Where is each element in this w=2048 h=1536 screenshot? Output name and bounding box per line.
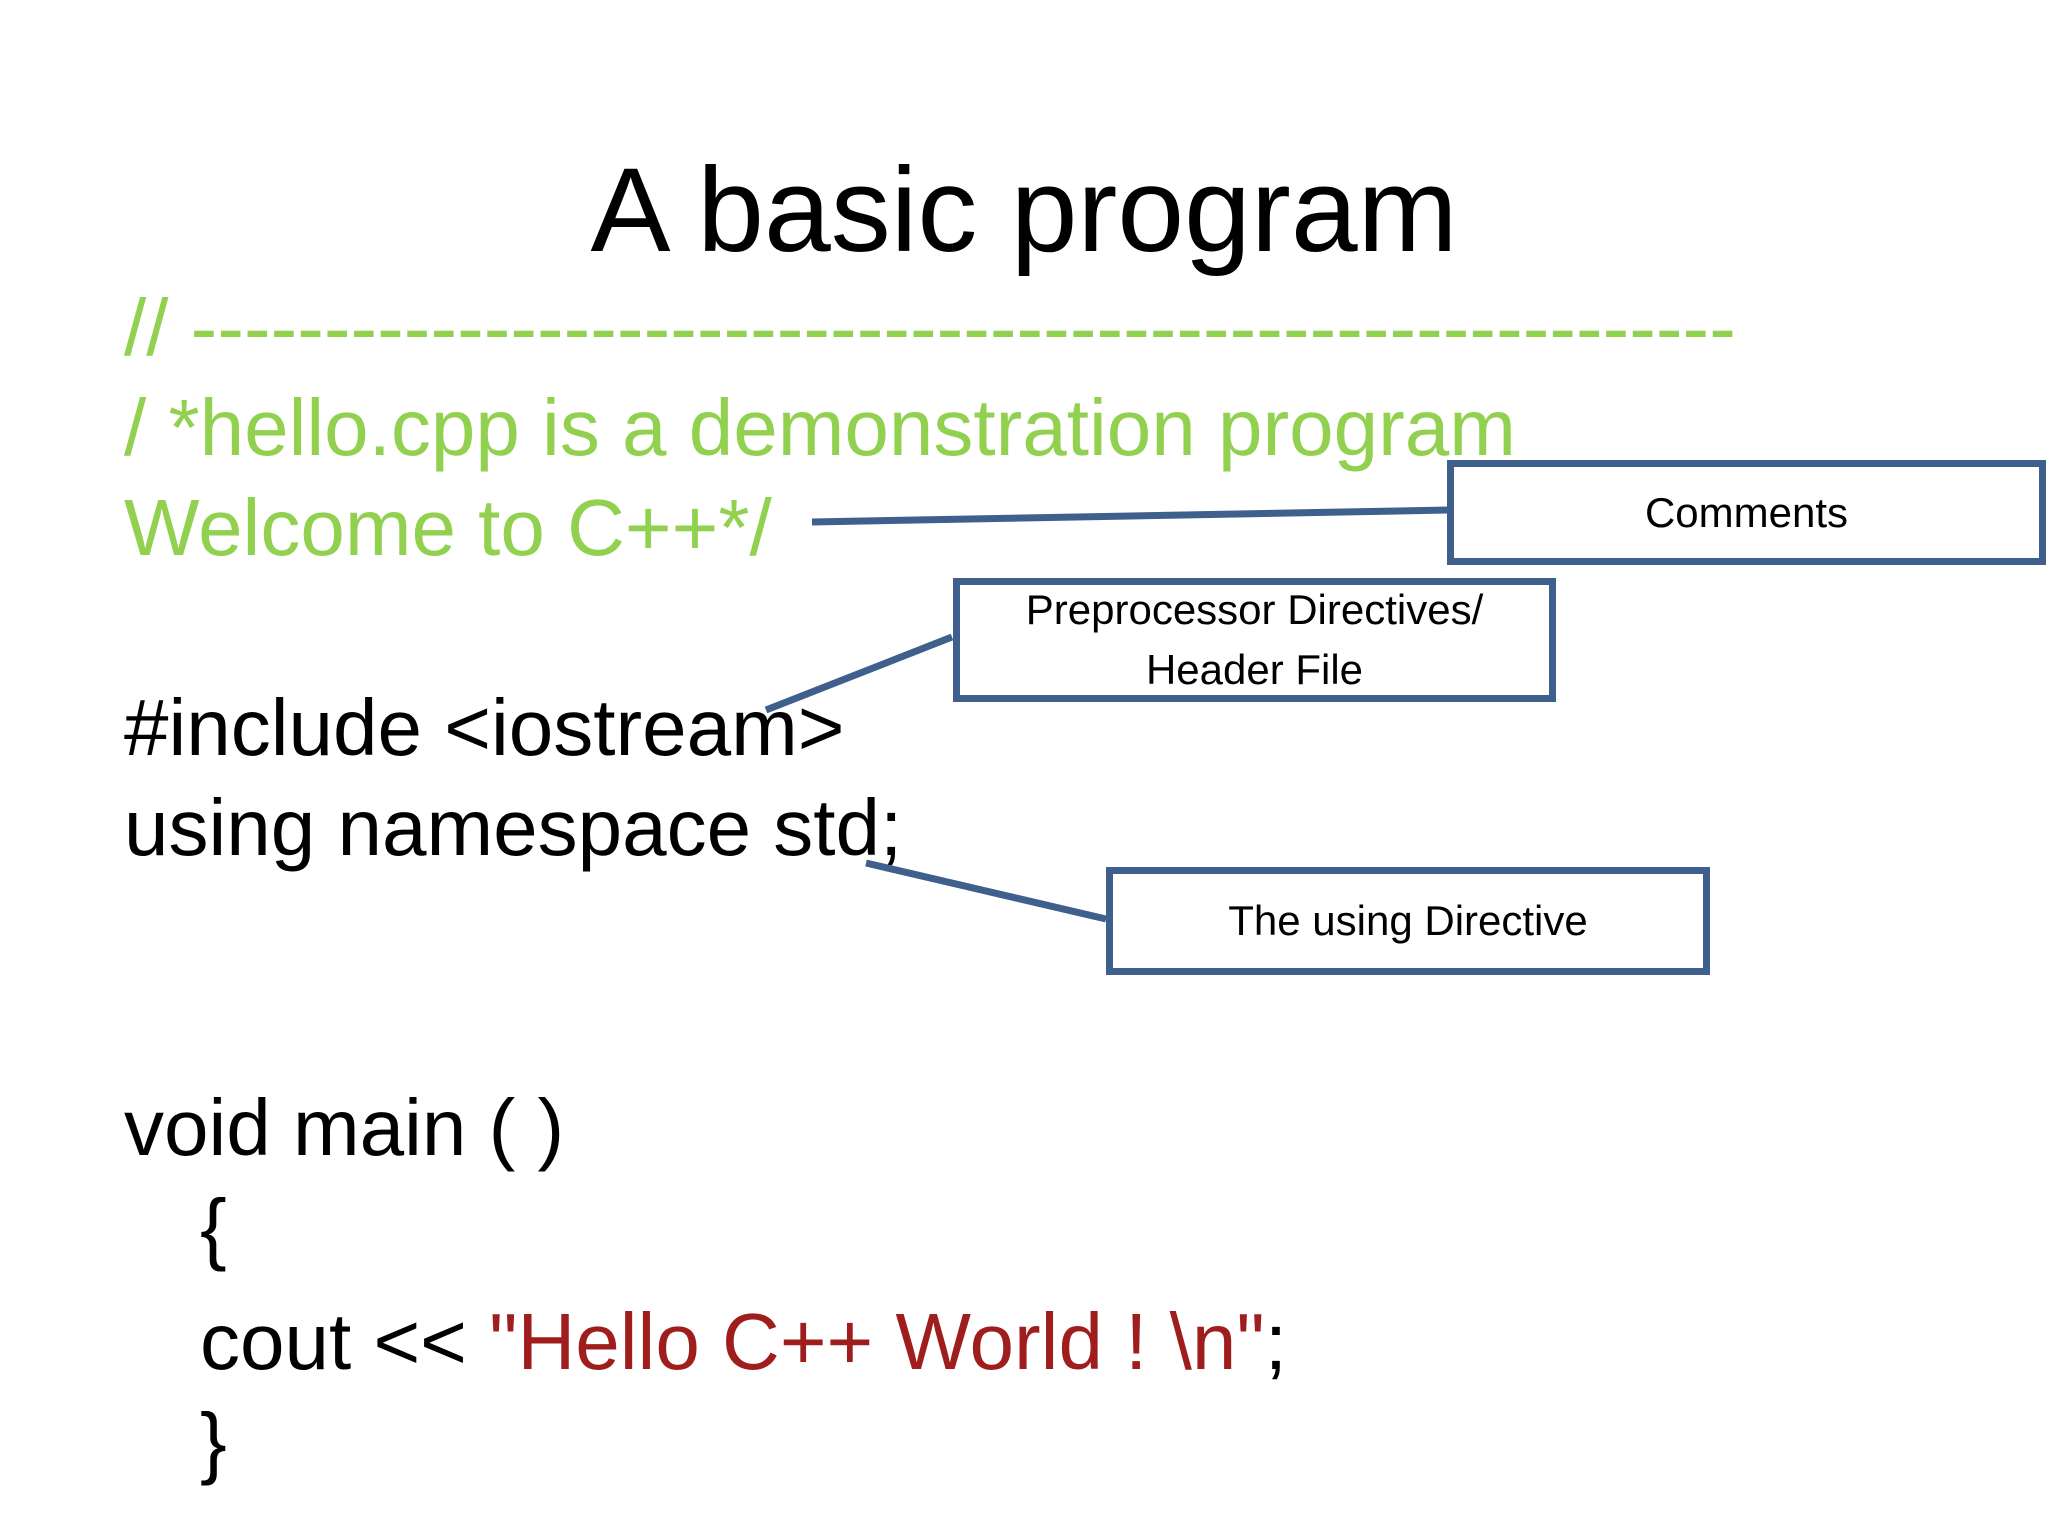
code-comment-line-2: / *hello.cpp is a demonstration program: [124, 383, 1516, 472]
code-comment-line-3: Welcome to C++*/: [124, 483, 772, 572]
code-include-line: #include <iostream>: [124, 683, 845, 772]
comments-callout: Comments: [1447, 460, 2046, 565]
comments-connector-line: [811, 506, 1449, 526]
code-comment-line-1: // -------------------------------------…: [124, 283, 1736, 372]
code-cout-prefix: cout <<: [200, 1297, 490, 1386]
code-main-line: void main ( ): [124, 1083, 565, 1172]
comments-callout-label: Comments: [1644, 488, 1849, 536]
code-cout-string: "Hello C++ World ! \n": [489, 1297, 1265, 1386]
using-directive-callout-label: The using Directive: [1228, 897, 1588, 944]
code-cout-line: cout << "Hello C++ World ! \n";: [200, 1292, 1287, 1392]
code-close-brace: }: [200, 1397, 227, 1486]
preprocessor-callout-text: Preprocessor Directives/ Header File: [1026, 580, 1483, 700]
slide-title: A basic program: [590, 143, 1458, 277]
preprocessor-callout-line-1: Preprocessor Directives/: [1025, 586, 1484, 633]
preprocessor-callout: Preprocessor Directives/ Header File: [953, 578, 1556, 702]
using-directive-callout: The using Directive: [1106, 867, 1710, 975]
code-using-line: using namespace std;: [124, 783, 903, 872]
preprocessor-callout-line-2: Header File: [1145, 646, 1364, 693]
code-cout-suffix: ;: [1264, 1297, 1287, 1386]
code-open-brace: {: [200, 1183, 227, 1272]
